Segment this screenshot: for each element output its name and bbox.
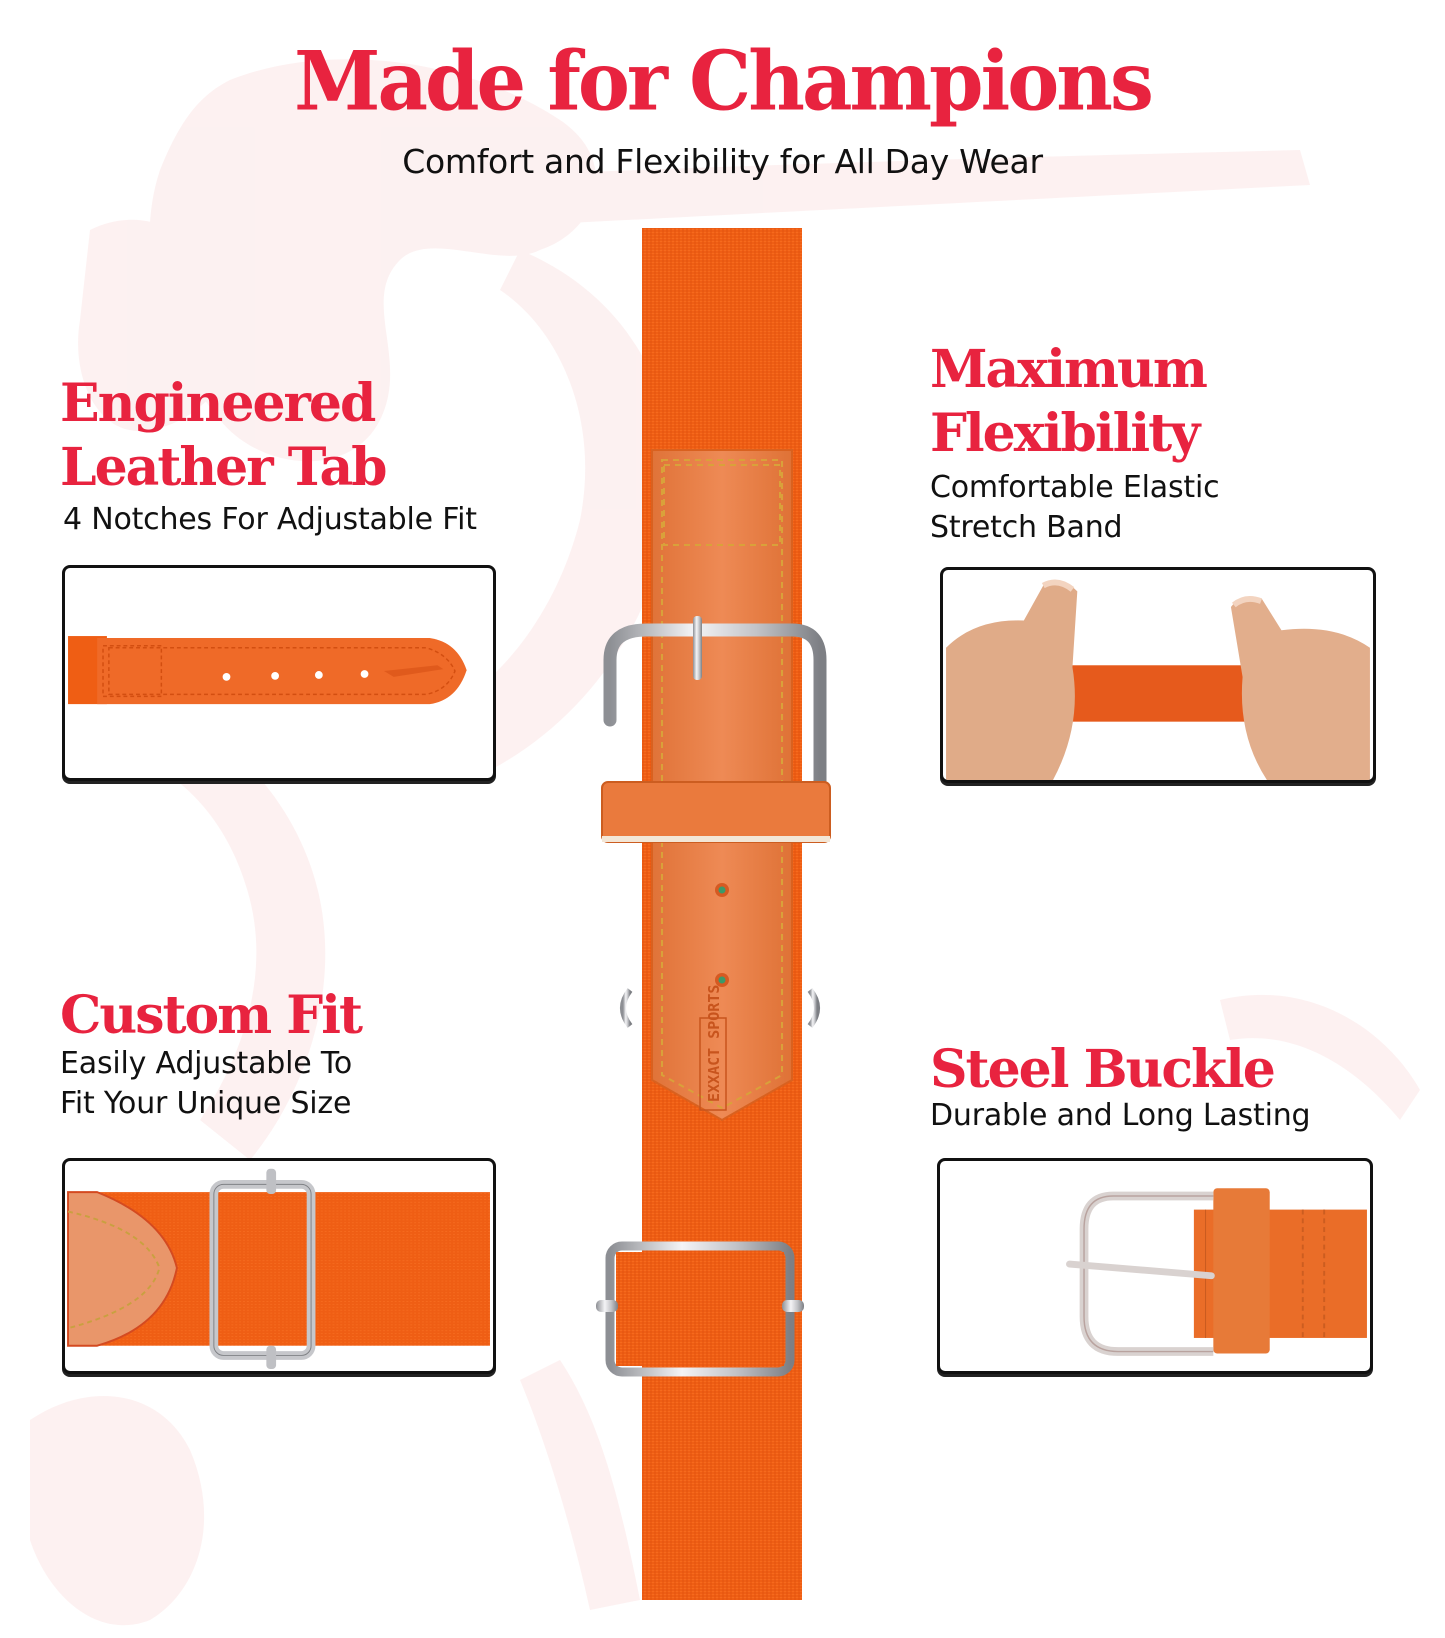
- feature-description: Easily Adjustable To Fit Your Unique Siz…: [60, 1046, 353, 1121]
- feature-description: 4 Notches For Adjustable Fit: [63, 502, 477, 537]
- page-subtitle: Comfort and Flexibility for All Day Wear: [402, 142, 1043, 181]
- leather-tab-panel: [62, 565, 496, 781]
- feature-flexibility: Maximum Flexibility Comfortable Elastic …: [930, 338, 1220, 548]
- feature-description: Comfortable Elastic Stretch Band: [930, 470, 1220, 545]
- feature-description: Durable and Long Lasting: [930, 1098, 1311, 1133]
- page-title: Made for Champions: [294, 33, 1154, 130]
- feature-title: Maximum Flexibility: [930, 339, 1208, 464]
- brand-stamp: EXXACT SPORTS: [705, 985, 723, 1102]
- steel-buckle-image: [1066, 1188, 1367, 1356]
- custom-fit-panel: [62, 1158, 496, 1374]
- feature-title: Steel Buckle: [930, 1039, 1276, 1100]
- belt-product-image: EXXACT SPORTS: [596, 228, 831, 1600]
- feature-title: Custom Fit: [60, 985, 363, 1046]
- flexibility-panel: [940, 567, 1376, 783]
- feature-title: Engineered Leather Tab: [60, 373, 388, 498]
- feature-steel-buckle: Steel Buckle Durable and Long Lasting: [930, 1038, 1311, 1136]
- leather-tab-image: [68, 636, 467, 705]
- slider-adjuster-image: [67, 1168, 490, 1370]
- feature-leather-tab: Engineered Leather Tab 4 Notches For Adj…: [60, 372, 477, 540]
- hands-stretching-band-image: [946, 579, 1370, 780]
- steel-buckle-panel: [937, 1158, 1373, 1374]
- feature-custom-fit: Custom Fit Easily Adjustable To Fit Your…: [60, 984, 363, 1124]
